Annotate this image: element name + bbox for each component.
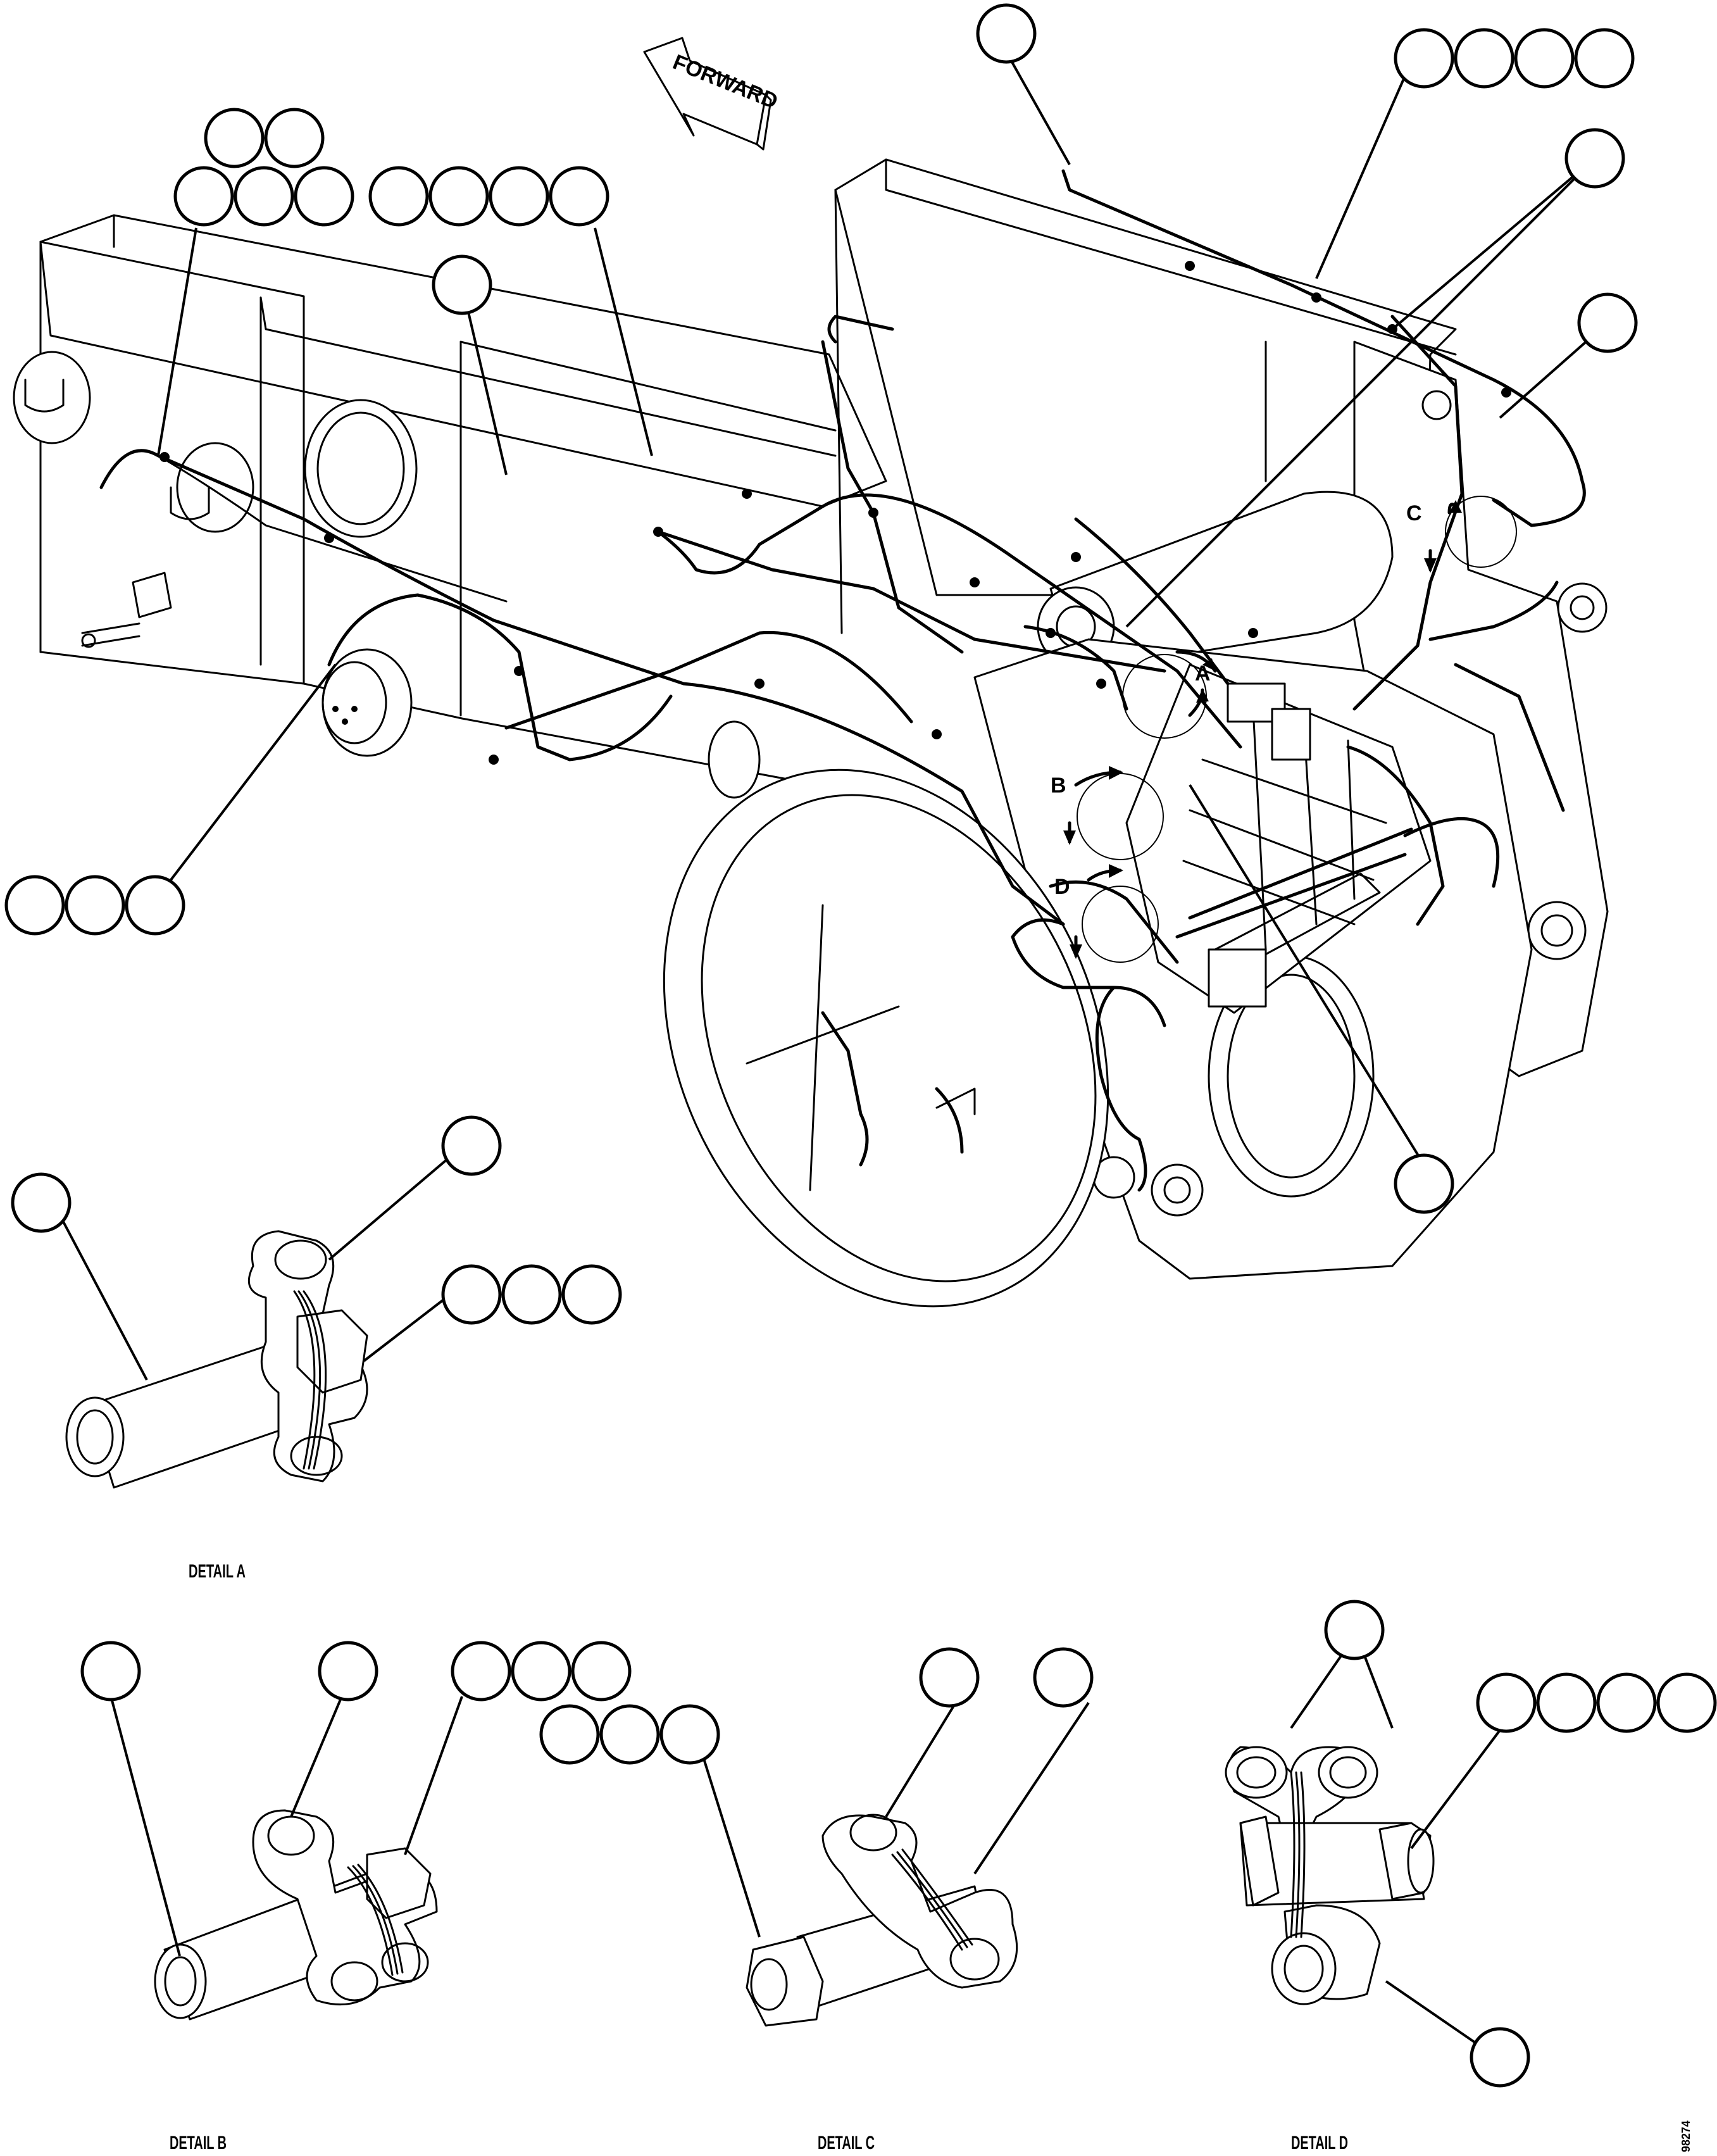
detail-marker-b: B (1051, 774, 1066, 798)
harness-wires (99, 169, 1586, 1192)
detail-marker-c: C (1406, 501, 1422, 525)
detail-marker-a: A (1195, 661, 1211, 686)
rear-frame (663, 158, 1609, 1308)
main-frame (13, 214, 887, 799)
detail-marker-d: D (1054, 875, 1070, 899)
detail-a-title: DETAIL A (189, 1561, 246, 1582)
detail-b-title: DETAIL B (170, 2133, 227, 2153)
detail-c-title: DETAIL C (818, 2133, 875, 2153)
detail-c: DETAIL C (539, 1647, 1094, 2153)
detail-d: DETAIL D (1225, 1600, 1717, 2153)
main-view-callouts (4, 3, 1638, 1214)
drawing-number: 98274 (1680, 2121, 1692, 2152)
detail-d-title: DETAIL D (1291, 2133, 1348, 2153)
detail-b: DETAIL B (80, 1641, 632, 2153)
detail-callouts: A B C D (1051, 496, 1517, 963)
forward-arrow: FORWARD (643, 37, 781, 151)
detail-a: DETAIL A (11, 1115, 622, 1582)
